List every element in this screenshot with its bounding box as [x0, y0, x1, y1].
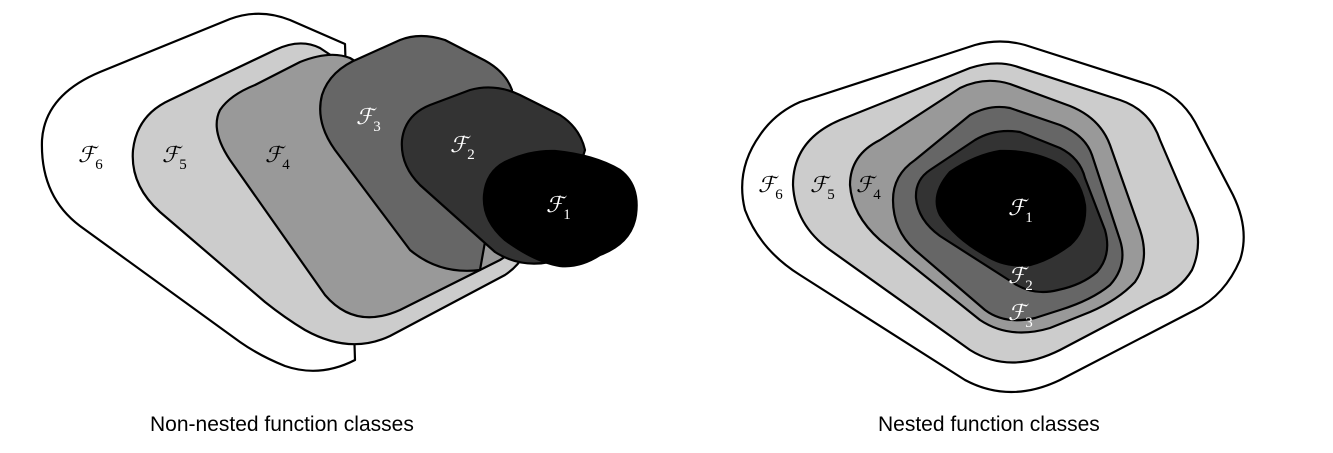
left-label-f1: ℱ1 [546, 193, 571, 223]
left-region-f1 [482, 149, 638, 268]
caption-non-nested: Non-nested function classes [150, 413, 414, 436]
caption-nested: Nested function classes [878, 413, 1100, 436]
left-label-f6: ℱ6 [78, 143, 103, 173]
left-label-f5: ℱ5 [162, 143, 187, 173]
left-label-f4: ℱ4 [265, 143, 290, 173]
script-f-symbol: ℱ [1008, 301, 1029, 326]
script-f-symbol: ℱ [356, 105, 377, 130]
script-f-symbol: ℱ [810, 173, 831, 198]
script-f-symbol: ℱ [1008, 264, 1029, 289]
left-label-f2: ℱ2 [450, 133, 475, 163]
script-f-symbol: ℱ [265, 143, 286, 168]
right-label-f2: ℱ2 [1008, 264, 1033, 294]
right-region-f1 [935, 149, 1087, 267]
script-f-symbol: ℱ [546, 193, 567, 218]
script-f-symbol: ℱ [856, 173, 877, 198]
right-label-f6: ℱ6 [758, 173, 783, 203]
script-f-symbol: ℱ [758, 173, 779, 198]
left-labels: ℱ6 ℱ5 ℱ4 ℱ3 ℱ2 ℱ1 [78, 105, 571, 223]
script-f-symbol: ℱ [162, 143, 183, 168]
right-label-f5: ℱ5 [810, 173, 835, 203]
non-nested-diagram: ℱ6 ℱ5 ℱ4 ℱ3 ℱ2 ℱ1 [40, 12, 638, 372]
left-label-f3: ℱ3 [356, 105, 381, 135]
nested-diagram: ℱ6 ℱ5 ℱ4 ℱ1 ℱ2 ℱ3 [741, 40, 1245, 394]
script-f-symbol: ℱ [1008, 196, 1029, 221]
script-f-symbol: ℱ [450, 133, 471, 158]
right-label-f3: ℱ3 [1008, 301, 1033, 331]
right-labels: ℱ6 ℱ5 ℱ4 ℱ1 ℱ2 ℱ3 [758, 173, 1033, 331]
right-label-f4: ℱ4 [856, 173, 881, 203]
right-label-f1: ℱ1 [1008, 196, 1033, 226]
script-f-symbol: ℱ [78, 143, 99, 168]
